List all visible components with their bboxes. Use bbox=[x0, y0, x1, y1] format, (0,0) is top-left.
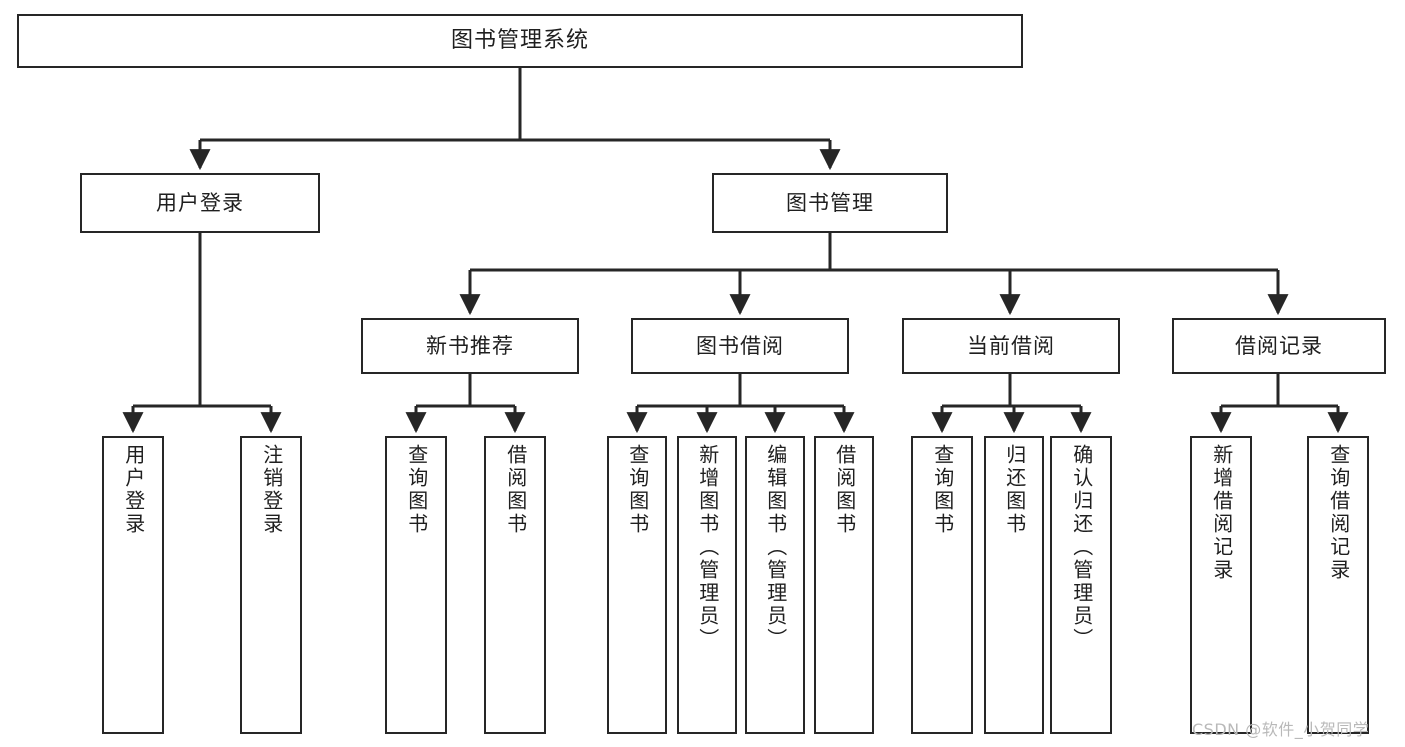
csdn-watermark: CSDN @软件_小贺同学 bbox=[1192, 720, 1370, 739]
node-leaf-cur-query-label: 查询图书 bbox=[930, 444, 955, 536]
node-leaf-rec-query-label: 查询图书 bbox=[404, 444, 429, 536]
node-leaf-borrow-edit[interactable]: 编辑图书（管理员） bbox=[745, 436, 805, 734]
node-leaf-borrow-do-label: 借阅图书 bbox=[832, 444, 857, 536]
node-leaf-cur-confirm[interactable]: 确认归还（管理员） bbox=[1050, 436, 1112, 734]
node-book-borrow-label: 图书借阅 bbox=[696, 333, 784, 358]
node-root-label: 图书管理系统 bbox=[450, 28, 589, 54]
node-leaf-rec-search-label: 查询借阅记录 bbox=[1326, 444, 1351, 582]
node-borrow-record[interactable]: 借阅记录 bbox=[1172, 318, 1386, 374]
node-book-borrow[interactable]: 图书借阅 bbox=[631, 318, 849, 374]
node-leaf-borrow-add-label: 新增图书（管理员） bbox=[695, 444, 720, 651]
node-leaf-rec-query[interactable]: 查询图书 bbox=[385, 436, 447, 734]
node-leaf-borrow-do[interactable]: 借阅图书 bbox=[814, 436, 874, 734]
node-leaf-borrow-edit-label: 编辑图书（管理员） bbox=[763, 444, 788, 651]
node-current-borrow[interactable]: 当前借阅 bbox=[902, 318, 1120, 374]
node-user-login-label: 用户登录 bbox=[156, 190, 244, 215]
node-leaf-user-logout-label: 注销登录 bbox=[259, 444, 284, 536]
node-leaf-rec-add[interactable]: 新增借阅记录 bbox=[1190, 436, 1252, 734]
node-user-login[interactable]: 用户登录 bbox=[80, 173, 320, 233]
node-root[interactable]: 图书管理系统 bbox=[17, 14, 1023, 68]
node-current-borrow-label: 当前借阅 bbox=[967, 333, 1055, 358]
node-new-book-rec[interactable]: 新书推荐 bbox=[361, 318, 579, 374]
node-leaf-cur-query[interactable]: 查询图书 bbox=[911, 436, 973, 734]
node-book-manage[interactable]: 图书管理 bbox=[712, 173, 948, 233]
node-leaf-rec-search[interactable]: 查询借阅记录 bbox=[1307, 436, 1369, 734]
node-leaf-user-login-label: 用户登录 bbox=[121, 444, 146, 536]
node-leaf-rec-add-label: 新增借阅记录 bbox=[1209, 444, 1234, 582]
node-leaf-cur-return-label: 归还图书 bbox=[1002, 444, 1027, 536]
node-leaf-user-logout[interactable]: 注销登录 bbox=[240, 436, 302, 734]
node-leaf-borrow-query[interactable]: 查询图书 bbox=[607, 436, 667, 734]
node-new-book-rec-label: 新书推荐 bbox=[426, 333, 514, 358]
node-leaf-borrow-query-label: 查询图书 bbox=[625, 444, 650, 536]
node-leaf-cur-confirm-label: 确认归还（管理员） bbox=[1069, 444, 1094, 651]
node-leaf-rec-borrow[interactable]: 借阅图书 bbox=[484, 436, 546, 734]
node-leaf-rec-borrow-label: 借阅图书 bbox=[503, 444, 528, 536]
node-borrow-record-label: 借阅记录 bbox=[1235, 333, 1323, 358]
node-book-manage-label: 图书管理 bbox=[786, 190, 874, 215]
node-leaf-borrow-add[interactable]: 新增图书（管理员） bbox=[677, 436, 737, 734]
node-leaf-cur-return[interactable]: 归还图书 bbox=[984, 436, 1044, 734]
node-leaf-user-login[interactable]: 用户登录 bbox=[102, 436, 164, 734]
